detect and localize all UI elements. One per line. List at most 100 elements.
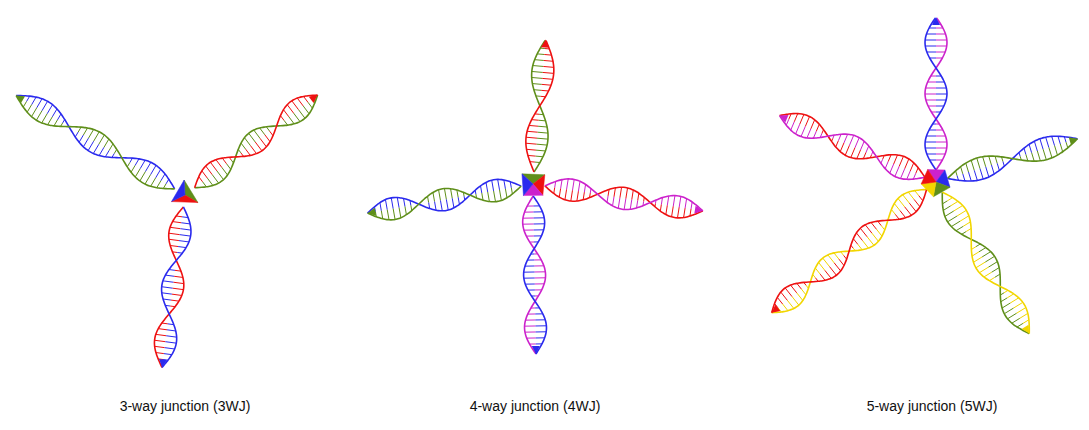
base-pair: [265, 135, 270, 142]
base-pair: [171, 300, 179, 301]
base-pair: [163, 299, 171, 300]
base-pair: [542, 78, 553, 80]
strand: [925, 18, 947, 170]
base-pair: [250, 146, 256, 154]
base-pair: [977, 158, 980, 169]
strand-arrowhead: [780, 115, 789, 122]
base-pair: [1037, 151, 1040, 161]
base-pair: [905, 207, 912, 215]
base-pair: [565, 189, 567, 199]
base-pair: [538, 126, 547, 128]
base-pair: [155, 346, 165, 347]
base-pair: [523, 223, 534, 224]
base-pair: [222, 158, 226, 164]
base-pair: [404, 198, 405, 206]
junction-core: [172, 180, 185, 202]
base-pair: [444, 189, 446, 200]
base-pair: [787, 300, 794, 308]
base-pair: [36, 111, 42, 120]
strand: [523, 196, 546, 354]
base-pair: [525, 265, 534, 266]
base-pair: [439, 190, 441, 201]
base-pair: [433, 192, 435, 201]
base-pair: [1034, 141, 1037, 151]
base-pair: [529, 125, 538, 127]
base-pair: [801, 127, 805, 137]
base-pair: [820, 274, 825, 280]
base-pair: [170, 245, 178, 246]
base-pair: [93, 144, 98, 153]
base-pair: [805, 116, 809, 126]
base-pair: [104, 139, 109, 147]
base-pair: [901, 169, 905, 179]
base-pair: [534, 217, 545, 218]
base-pair: [561, 180, 562, 189]
base-pair: [54, 120, 58, 126]
base-pair: [52, 109, 57, 117]
base-pair: [452, 198, 454, 208]
base-pair: [819, 262, 825, 270]
base-pair: [984, 272, 992, 277]
strand: [545, 179, 703, 211]
base-pair: [936, 136, 946, 137]
base-pair: [861, 141, 865, 150]
base-pair: [32, 108, 37, 117]
base-pair: [525, 331, 536, 332]
base-pair: [498, 179, 500, 190]
base-pair: [287, 105, 293, 113]
base-pair: [614, 188, 615, 197]
helix-arm: [772, 189, 927, 312]
base-pair: [524, 229, 534, 230]
base-pair: [1001, 298, 1007, 302]
base-pair: [632, 190, 634, 200]
strand: [524, 196, 547, 354]
strand: [942, 192, 1029, 333]
base-pair: [528, 155, 536, 157]
base-pair: [526, 319, 536, 320]
base-pair: [811, 120, 815, 129]
base-pair: [399, 208, 401, 218]
base-pair: [1049, 148, 1052, 158]
base-pair: [573, 179, 575, 190]
base-pair: [88, 129, 93, 138]
base-pair: [451, 189, 453, 199]
base-pair: [794, 114, 798, 122]
base-pair: [823, 258, 830, 267]
base-pair: [534, 265, 543, 266]
base-pair: [954, 205, 963, 210]
base-pair: [684, 208, 686, 217]
junction: [16, 95, 317, 367]
base-pair: [783, 304, 788, 311]
base-pair: [1002, 303, 1010, 308]
base-pair: [908, 192, 914, 199]
base-pair: [660, 204, 661, 211]
strand-arrowhead: [932, 17, 940, 25]
base-pair: [919, 196, 923, 201]
base-pair: [956, 226, 963, 230]
base-pair: [435, 201, 437, 210]
base-pair: [926, 100, 936, 101]
base-pair: [525, 325, 536, 326]
base-pair: [181, 229, 191, 230]
base-pair: [830, 267, 837, 276]
helix-arm: [368, 179, 522, 219]
base-pair: [169, 239, 179, 240]
base-pair: [534, 229, 544, 230]
base-pair: [179, 241, 189, 242]
base-pair: [178, 247, 186, 248]
base-pair: [174, 276, 183, 277]
base-pair: [440, 200, 442, 211]
base-pair: [140, 172, 146, 181]
base-pair: [857, 150, 861, 159]
base-pair: [979, 267, 988, 273]
base-pair: [162, 293, 172, 294]
base-pair: [969, 172, 972, 181]
base-pair: [393, 209, 395, 220]
base-pair: [925, 46, 936, 47]
base-pair: [571, 190, 573, 201]
base-pair: [1008, 313, 1017, 319]
base-pair: [458, 197, 459, 204]
base-pair: [928, 106, 936, 107]
base-pair: [181, 223, 190, 224]
